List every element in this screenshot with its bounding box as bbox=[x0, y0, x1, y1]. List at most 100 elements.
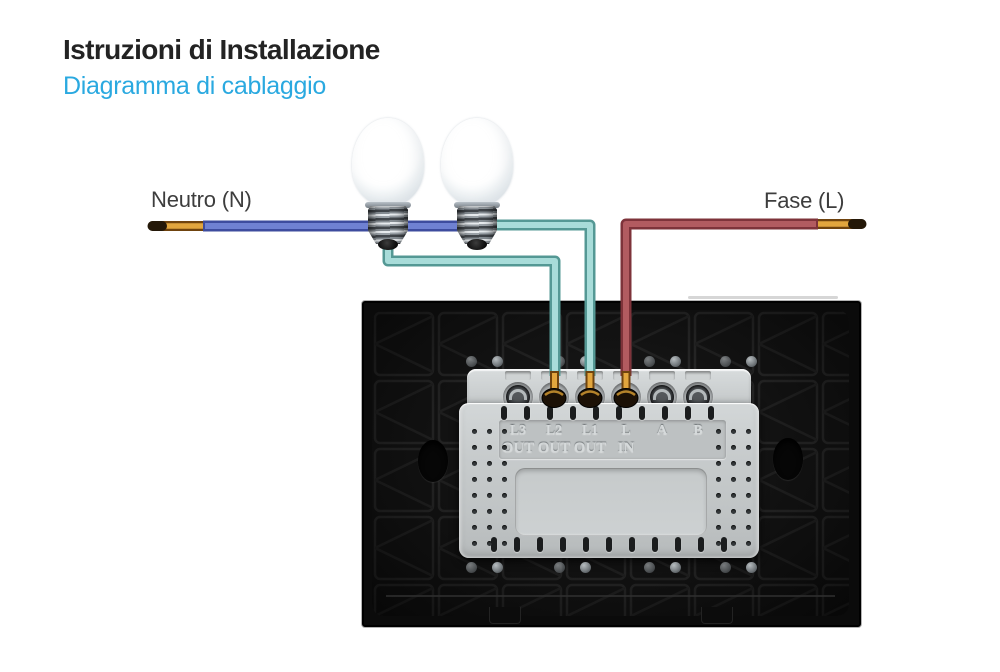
vent-hole bbox=[502, 429, 507, 434]
vent-hole bbox=[487, 493, 492, 498]
panel-screw-dot bbox=[644, 562, 655, 573]
comb-slot bbox=[616, 406, 622, 420]
shoulder-vent-slot bbox=[685, 371, 711, 380]
vent-hole bbox=[487, 509, 492, 514]
vent-hole bbox=[502, 525, 507, 530]
panel-screw-dot bbox=[554, 356, 565, 367]
bulb-contact-tip bbox=[467, 239, 487, 250]
vent-hole bbox=[472, 525, 477, 530]
shoulder-vent-slot bbox=[541, 371, 567, 380]
panel-screw-dot bbox=[746, 356, 757, 367]
vent-hole bbox=[716, 525, 721, 530]
bottom-vent-slot bbox=[560, 537, 566, 552]
light-bulb-left bbox=[352, 118, 424, 253]
terminal-label-l1: L1 bbox=[581, 423, 599, 438]
page-subtitle: Diagramma di cablaggio bbox=[63, 72, 326, 100]
vent-hole bbox=[731, 461, 736, 466]
vent-hole bbox=[731, 477, 736, 482]
bottom-vent-slot bbox=[629, 537, 635, 552]
vent-hole bbox=[731, 509, 736, 514]
vent-hole bbox=[746, 525, 751, 530]
bottom-vent-slot bbox=[537, 537, 543, 552]
vent-hole bbox=[716, 493, 721, 498]
vent-hole bbox=[472, 461, 477, 466]
terminal-block: L3 L2 L1 L A B OUT OUT OUT IN bbox=[459, 403, 759, 558]
panel-screw-dot bbox=[466, 356, 477, 367]
shoulder-vent-slot bbox=[613, 371, 639, 380]
mounting-tab-right bbox=[701, 607, 733, 624]
bulb-collar bbox=[454, 202, 500, 208]
panel-screw-dot bbox=[644, 356, 655, 367]
direction-label-out1: OUT bbox=[501, 440, 535, 456]
comb-slot bbox=[662, 406, 668, 420]
panel-screw-dot bbox=[580, 356, 591, 367]
switch-panel: L3 L2 L1 L A B OUT OUT OUT IN bbox=[361, 300, 862, 628]
bulb-globe bbox=[352, 118, 424, 206]
vent-hole bbox=[472, 445, 477, 450]
shoulder-vent-slot bbox=[577, 371, 603, 380]
bottom-vent-slot bbox=[698, 537, 704, 552]
bottom-vent-slot bbox=[721, 537, 727, 552]
mounting-hole-left bbox=[418, 440, 448, 482]
vent-hole bbox=[746, 477, 751, 482]
vent-hole bbox=[487, 429, 492, 434]
bottom-vent-slot bbox=[652, 537, 658, 552]
comb-slot bbox=[570, 406, 576, 420]
light-bulb-right bbox=[441, 118, 513, 253]
direction-label-in: IN bbox=[617, 440, 635, 456]
vent-hole bbox=[487, 461, 492, 466]
vent-hole bbox=[472, 429, 477, 434]
panel-screw-dot bbox=[720, 562, 731, 573]
terminal-label-a: A bbox=[656, 423, 668, 438]
vent-hole bbox=[716, 461, 721, 466]
vent-hole bbox=[731, 525, 736, 530]
panel-screw-dot bbox=[670, 356, 681, 367]
panel-screw-dot bbox=[554, 562, 565, 573]
vent-hole bbox=[716, 429, 721, 434]
vent-hole bbox=[502, 461, 507, 466]
shoulder-vent-slot bbox=[649, 371, 675, 380]
vent-hole bbox=[472, 541, 477, 546]
bulb-contact-tip bbox=[378, 239, 398, 250]
page-title: Istruzioni di Installazione bbox=[63, 34, 380, 65]
terminal-label-b: B bbox=[693, 423, 703, 438]
terminal-label-l3: L3 bbox=[509, 423, 527, 438]
vent-hole bbox=[472, 509, 477, 514]
shoulder-vent-slot bbox=[505, 371, 531, 380]
panel-screw-dot bbox=[492, 562, 503, 573]
bottom-vent-slot bbox=[606, 537, 612, 552]
vent-hole bbox=[716, 509, 721, 514]
vent-hole bbox=[502, 509, 507, 514]
comb-slot bbox=[524, 406, 530, 420]
vent-hole bbox=[716, 445, 721, 450]
vent-hole bbox=[472, 477, 477, 482]
bulb-collar bbox=[365, 202, 411, 208]
direction-label-out2: OUT bbox=[537, 440, 571, 456]
vent-hole bbox=[731, 445, 736, 450]
panel-bottom-ridge bbox=[386, 595, 835, 597]
vent-hole bbox=[472, 493, 477, 498]
block-recess-plate bbox=[515, 468, 707, 536]
panel-screw-dot bbox=[492, 356, 503, 367]
panel-top-edge-highlight bbox=[688, 296, 838, 299]
comb-slot bbox=[639, 406, 645, 420]
vent-hole bbox=[487, 445, 492, 450]
terminal-label-l2: L2 bbox=[545, 423, 563, 438]
neutral-wire-label: Neutro (N) bbox=[151, 187, 252, 212]
terminal-label-plate: L3 L2 L1 L A B OUT OUT OUT IN bbox=[499, 420, 726, 459]
vent-hole bbox=[746, 493, 751, 498]
mounting-tab-left bbox=[489, 607, 521, 624]
panel-screw-dot bbox=[720, 356, 731, 367]
mounting-hole-right bbox=[773, 438, 803, 480]
live-wire-label: Fase (L) bbox=[764, 188, 845, 213]
panel-screw-dot bbox=[670, 562, 681, 573]
vent-hole bbox=[502, 445, 507, 450]
panel-screw-dot bbox=[466, 562, 477, 573]
bottom-vent-slot bbox=[514, 537, 520, 552]
panel-screw-dot bbox=[580, 562, 591, 573]
comb-slot bbox=[547, 406, 553, 420]
vent-hole bbox=[487, 541, 492, 546]
comb-slot bbox=[593, 406, 599, 420]
comb-slot bbox=[685, 406, 691, 420]
